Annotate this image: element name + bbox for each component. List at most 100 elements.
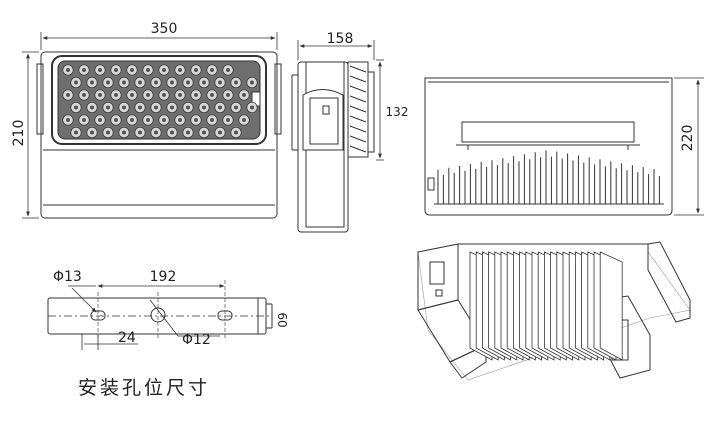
led-center xyxy=(66,93,70,97)
hole-small-label: Φ12 xyxy=(182,332,211,348)
led-center xyxy=(130,118,134,122)
led-center xyxy=(74,80,78,85)
led-center xyxy=(162,93,166,97)
side-fin xyxy=(349,65,367,73)
led-center xyxy=(210,118,214,122)
front-height-label: 210 xyxy=(11,120,27,147)
led-center xyxy=(250,80,254,85)
side-view xyxy=(291,61,375,233)
mounting-hole-caption: 安装孔位尺寸 xyxy=(78,377,211,399)
led-center xyxy=(202,80,206,85)
led-center xyxy=(226,118,230,122)
led-center xyxy=(130,93,134,97)
led-center xyxy=(122,130,126,135)
rear-height-dimension xyxy=(674,77,704,216)
rear-view xyxy=(424,77,673,216)
rear-height-label: 220 xyxy=(680,125,696,152)
led-center xyxy=(98,68,102,72)
led-center xyxy=(162,118,166,122)
led-center xyxy=(242,118,246,122)
led-center xyxy=(66,118,70,122)
led-center xyxy=(82,118,86,122)
led-center xyxy=(194,93,198,97)
led-center xyxy=(194,118,198,122)
iso-fin xyxy=(599,251,623,361)
led-center xyxy=(74,130,78,135)
led-center xyxy=(98,118,102,122)
led-center xyxy=(90,80,94,85)
led-center xyxy=(218,80,222,85)
led-center xyxy=(122,80,126,85)
led-center xyxy=(210,93,214,97)
led-center xyxy=(114,118,118,122)
led-center xyxy=(186,105,190,110)
led-center xyxy=(66,68,70,72)
led-center xyxy=(250,105,254,110)
led-center xyxy=(146,68,150,72)
led-center xyxy=(218,130,222,135)
side-bracket-label: 132 xyxy=(386,105,409,119)
led-center xyxy=(98,93,102,97)
led-center xyxy=(146,118,150,122)
led-center xyxy=(170,130,174,135)
led-center xyxy=(138,130,142,135)
led-center xyxy=(234,130,238,135)
bracket-width-label: 60 xyxy=(275,312,289,327)
hole-large-label: Φ13 xyxy=(53,269,82,285)
led-center xyxy=(130,68,134,72)
side-fin xyxy=(349,115,367,123)
led-center xyxy=(202,130,206,135)
led-center xyxy=(170,80,174,85)
side-bracket-dimension xyxy=(376,59,384,161)
led-center xyxy=(114,68,118,72)
led-center xyxy=(194,68,198,72)
side-fin xyxy=(349,75,367,83)
side-fin xyxy=(349,95,367,103)
led-center xyxy=(114,93,118,97)
led-center xyxy=(154,105,158,110)
led-center xyxy=(226,93,230,97)
led-center xyxy=(186,130,190,135)
led-center xyxy=(178,93,182,97)
side-fin xyxy=(349,145,367,153)
led-center xyxy=(170,105,174,110)
led-center xyxy=(202,105,206,110)
led-center xyxy=(218,105,222,110)
led-center xyxy=(138,80,142,85)
bracket-dimensions xyxy=(68,284,225,350)
led-center xyxy=(146,93,150,97)
led-center xyxy=(106,105,110,110)
led-center xyxy=(162,68,166,72)
led-center xyxy=(226,68,230,72)
led-center xyxy=(210,68,214,72)
edge-offset-label: 24 xyxy=(118,330,136,346)
led-center xyxy=(154,80,158,85)
led-center xyxy=(106,80,110,85)
led-center xyxy=(154,130,158,135)
isometric-view xyxy=(417,241,691,381)
side-fin xyxy=(349,105,367,113)
mounting-bracket xyxy=(47,280,273,338)
side-depth-label: 158 xyxy=(327,31,354,47)
side-fin xyxy=(349,135,367,143)
side-fin xyxy=(349,85,367,93)
front-view xyxy=(36,51,282,219)
led-center xyxy=(74,105,78,110)
led-center xyxy=(138,105,142,110)
led-center xyxy=(122,105,126,110)
front-width-label: 350 xyxy=(151,21,178,37)
led-center xyxy=(186,80,190,85)
front-height-dimension xyxy=(22,51,39,219)
led-center xyxy=(90,105,94,110)
led-center xyxy=(178,118,182,122)
side-fin xyxy=(349,125,367,133)
front-width-dimension xyxy=(40,32,278,50)
led-center xyxy=(178,68,182,72)
hole-spacing-label: 192 xyxy=(150,269,177,285)
led-center xyxy=(82,68,86,72)
led-center xyxy=(82,93,86,97)
led-center xyxy=(90,130,94,135)
led-array xyxy=(62,64,258,139)
led-center xyxy=(242,93,246,97)
